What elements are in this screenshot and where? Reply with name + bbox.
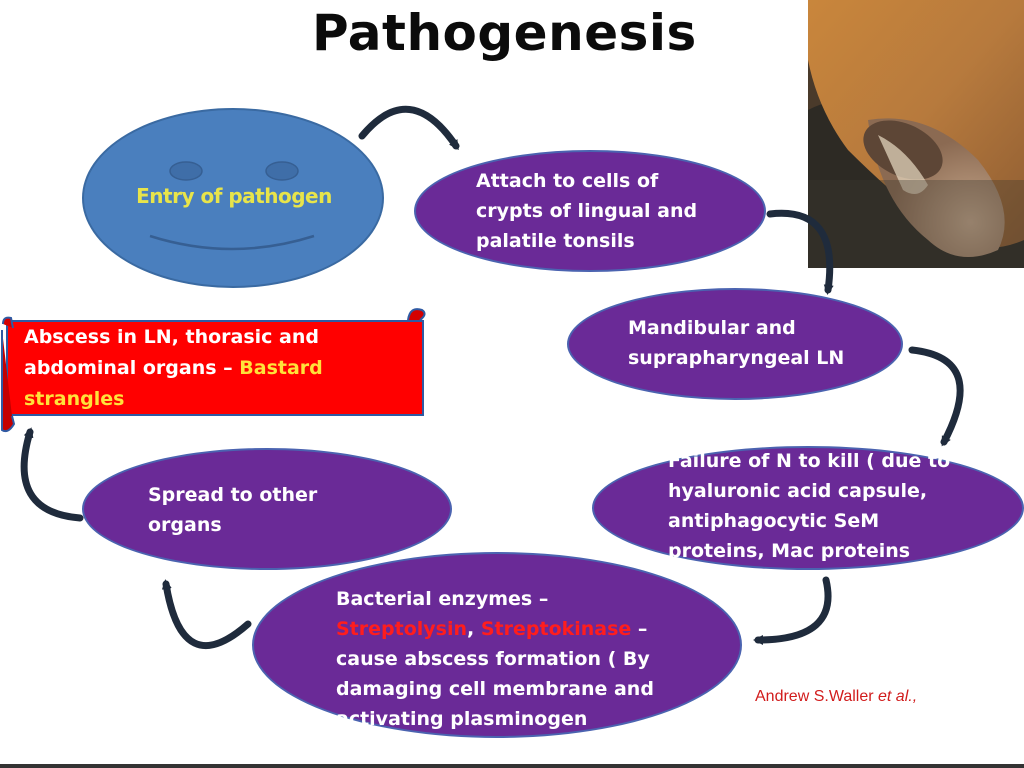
strangles-label: strangles <box>24 388 125 410</box>
arrow-failure-to-bacterial <box>753 576 832 645</box>
mandibular-line: suprapharyngeal LN <box>628 347 845 369</box>
bastard-label: Bastard <box>239 357 323 379</box>
arrow-mandibular-to-failure <box>908 346 964 447</box>
bacterial-node <box>252 552 742 738</box>
bacterial-line: Bacterial enzymes – <box>336 588 549 610</box>
failure-node <box>592 446 1024 570</box>
failure-text: Failure of N to kill ( due to hyaluronic… <box>668 446 950 566</box>
arrow-bacterial-to-spread <box>161 579 252 650</box>
spread-node <box>82 448 452 570</box>
failure-line: hyaluronic acid capsule, <box>668 480 928 502</box>
spread-line: Spread to other <box>148 484 318 506</box>
arrow-spread-to-abscess <box>20 427 84 522</box>
abscess-text: Abscess in LN, thorasic and abdominal or… <box>24 322 404 415</box>
citation-author: Andrew S.Waller <box>755 688 878 705</box>
attach-line: crypts of lingual and <box>476 200 698 222</box>
abscess-line: abdominal organs – Bastard <box>24 353 404 384</box>
page-title: Pathogenesis <box>312 4 697 62</box>
abscess-line: Abscess in LN, thorasic and <box>24 326 319 348</box>
bacterial-line: damaging cell membrane and <box>336 678 654 700</box>
citation: Andrew S.Waller et al., <box>755 688 917 706</box>
abscess-scroll <box>6 320 424 416</box>
spread-line: organs <box>148 514 222 536</box>
horse-photo-image <box>808 0 1024 268</box>
enzyme-dash: – <box>631 618 648 640</box>
bacterial-line: cause abscess formation ( By <box>336 648 650 670</box>
entry-node <box>82 108 384 288</box>
arrow-entry-to-attach <box>358 106 460 151</box>
bacterial-enzymes-line: Streptolysin, Streptokinase – <box>336 614 654 644</box>
attach-node <box>414 150 766 272</box>
entry-label: Entry of pathogen <box>136 184 332 208</box>
bacterial-line: activating plasminogen <box>336 708 588 730</box>
attach-text: Attach to cells of crypts of lingual and… <box>476 166 697 256</box>
bottom-border <box>0 764 1024 768</box>
mandibular-node <box>567 288 903 400</box>
streptolysin-label: Streptolysin <box>336 618 468 640</box>
spread-text: Spread to other organs <box>148 480 317 540</box>
enzyme-separator: , <box>467 618 481 640</box>
mandibular-text: Mandibular and suprapharyngeal LN <box>628 313 844 373</box>
mandibular-line: Mandibular and <box>628 317 796 339</box>
attach-line: Attach to cells of <box>476 170 659 192</box>
horse-nostril-photo <box>808 0 1024 268</box>
bacterial-text: Bacterial enzymes – Streptolysin, Strept… <box>336 584 654 734</box>
abscess-line-part: abdominal organs – <box>24 357 240 379</box>
attach-line: palatile tonsils <box>476 230 635 252</box>
citation-etal: et al., <box>878 688 918 705</box>
failure-line: Failure of N to kill ( due to <box>668 450 951 472</box>
failure-line: antiphagocytic SeM <box>668 510 880 532</box>
streptokinase-label: Streptokinase <box>480 618 632 640</box>
failure-line: proteins, Mac proteins <box>668 540 911 562</box>
